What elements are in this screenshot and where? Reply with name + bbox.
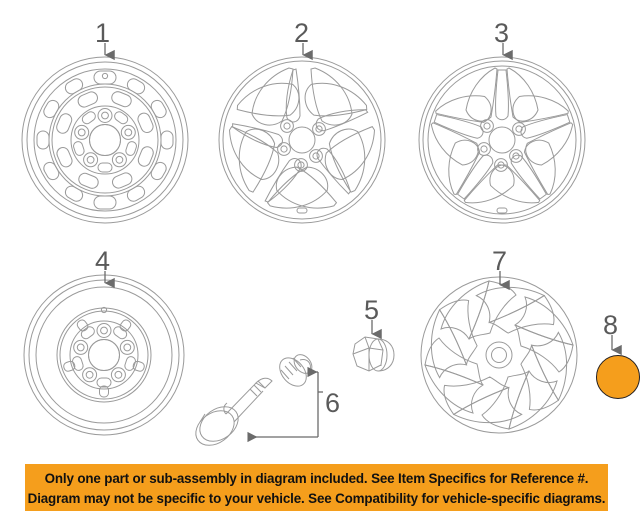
part-6-valve-stem-and-cap bbox=[195, 354, 313, 446]
callout-number-4: 4 bbox=[95, 246, 111, 276]
disclaimer-line-2: Diagram may not be specific to your vehi… bbox=[27, 490, 606, 506]
disclaimer-banner: Only one part or sub-assembly in diagram… bbox=[25, 464, 608, 511]
callout-number-7: 7 bbox=[492, 246, 508, 276]
callout-number-8: 8 bbox=[603, 310, 619, 340]
callout-number-5: 5 bbox=[364, 295, 380, 325]
part-7-wheel-cover-hubcap bbox=[420, 276, 578, 434]
part-5-lug-nut bbox=[352, 336, 395, 372]
part-4-compact-spare-wheel bbox=[23, 274, 185, 436]
part-3-alloy-wheel-10-spoke bbox=[418, 56, 586, 224]
callout-number-3: 3 bbox=[494, 18, 510, 48]
disclaimer-line-1: Only one part or sub-assembly in diagram… bbox=[44, 471, 589, 487]
part-8-highlight-circle bbox=[596, 355, 640, 399]
callout-number-6: 6 bbox=[325, 388, 341, 418]
part-1-steel-wheel bbox=[21, 56, 189, 224]
callout-number-2: 2 bbox=[294, 18, 310, 48]
callout-leader-lines bbox=[104, 43, 622, 443]
callout-number-1: 1 bbox=[95, 18, 111, 48]
part-2-alloy-wheel-5-spoke bbox=[218, 56, 386, 224]
